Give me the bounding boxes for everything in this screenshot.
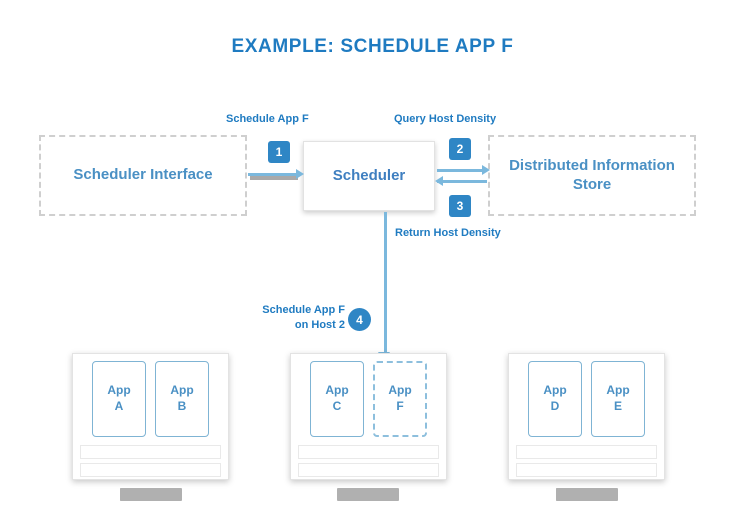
host-2-apps: App C App F bbox=[298, 361, 439, 441]
step-badge-3: 3 bbox=[449, 195, 471, 217]
app-box-b: App B bbox=[155, 361, 209, 437]
scheduler-interface-node: Scheduler Interface bbox=[39, 135, 247, 216]
host-container-1: App A App B bbox=[72, 353, 229, 480]
host-3-apps: App D App E bbox=[516, 361, 657, 441]
host-1-caption-redacted-upper bbox=[120, 488, 167, 501]
host-2-caption-redacted bbox=[337, 488, 399, 501]
host-container-3: App D App E bbox=[508, 353, 665, 480]
host-1-resource-strip-1 bbox=[80, 445, 221, 459]
app-box-c: App C bbox=[310, 361, 364, 437]
step-badge-1: 1 bbox=[268, 141, 290, 163]
host-container-2: App C App F bbox=[290, 353, 447, 480]
step-badge-2: 2 bbox=[449, 138, 471, 160]
host-3-resource-strip-1 bbox=[516, 445, 657, 459]
distributed-information-store-node: Distributed Information Store bbox=[488, 135, 696, 216]
page-title: EXAMPLE: SCHEDULE APP F bbox=[231, 36, 514, 57]
scheduler-node: Scheduler bbox=[303, 141, 435, 211]
arrow-head-store-to-scheduler bbox=[435, 176, 443, 186]
host-1-resource-strip-2 bbox=[80, 463, 221, 477]
connector-label-schedule-on-host-2: Schedule App F on Host 2 bbox=[262, 304, 345, 331]
arrow-line-scheduler-to-store bbox=[437, 169, 487, 172]
connector-label-return-host-density: Return Host Density bbox=[395, 227, 501, 239]
host-2-resource-strip-2 bbox=[298, 463, 439, 477]
arrow-stub-1 bbox=[250, 176, 298, 180]
app-box-a: App A bbox=[92, 361, 146, 437]
host-3-resource-strip-2 bbox=[516, 463, 657, 477]
app-box-f: App F bbox=[373, 361, 427, 437]
host-3-caption-redacted-upper bbox=[556, 488, 603, 501]
connector-label-query-host-density: Query Host Density bbox=[394, 113, 497, 125]
app-box-e: App E bbox=[591, 361, 645, 437]
step-badge-4: 4 bbox=[348, 308, 371, 331]
host-1-apps: App A App B bbox=[80, 361, 221, 441]
arrow-line-scheduler-to-host-2 bbox=[384, 212, 387, 356]
arrow-head-scheduler-to-store bbox=[482, 165, 490, 175]
arrow-line-store-to-scheduler bbox=[437, 180, 487, 183]
arrow-line-interface-to-scheduler bbox=[248, 173, 300, 176]
app-box-d: App D bbox=[528, 361, 582, 437]
arrow-head-interface-to-scheduler bbox=[296, 169, 304, 179]
connector-label-schedule-app-f: Schedule App F bbox=[226, 113, 309, 125]
host-2-resource-strip-1 bbox=[298, 445, 439, 459]
